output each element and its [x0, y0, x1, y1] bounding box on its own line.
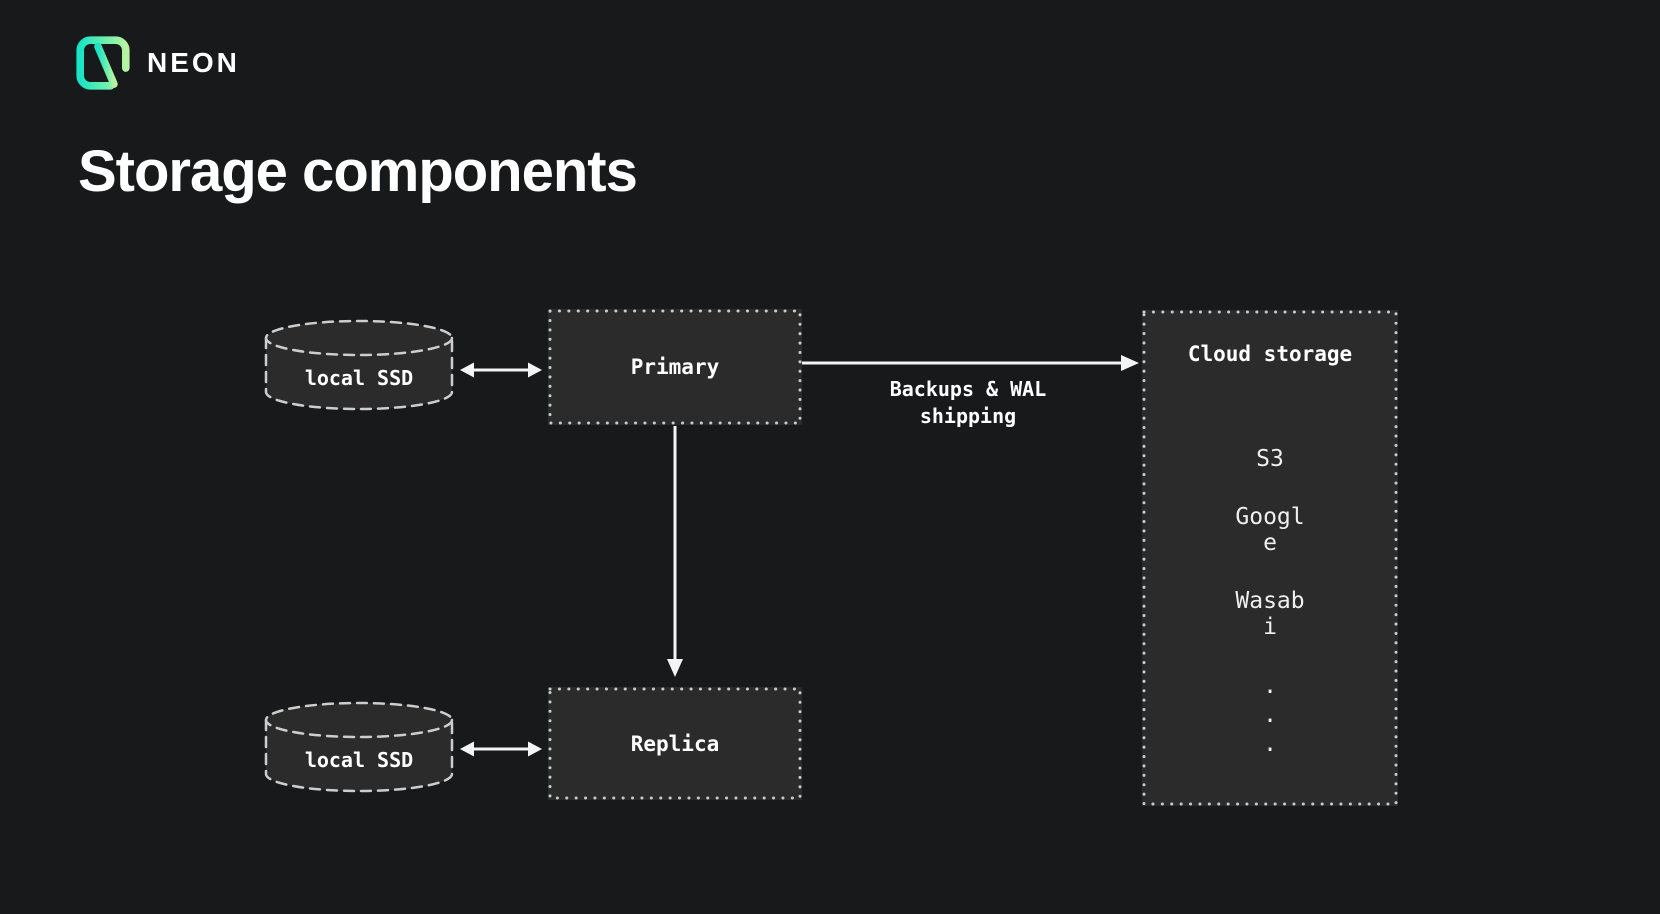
- page-title: Storage components: [78, 139, 638, 204]
- local-ssd-label: local SSD: [304, 748, 414, 772]
- backup-arrow-label-line1: Backups & WAL: [889, 377, 1047, 401]
- local-ssd-label: local SSD: [304, 366, 414, 390]
- replica-label: Replica: [630, 731, 720, 756]
- cloud-storage-title: Cloud storage: [1187, 342, 1353, 366]
- local-ssd-top-cylinder: local SSD: [263, 318, 455, 412]
- cloud-provider-wasabi: Wasabi: [1235, 588, 1305, 640]
- ellipsis-dot: .: [1263, 673, 1277, 699]
- bidirectional-arrow-bottom: [460, 741, 542, 757]
- backup-arrow-label-line2: shipping: [919, 404, 1017, 428]
- ellipsis-dot: .: [1263, 702, 1277, 728]
- local-ssd-bottom-cylinder: local SSD: [263, 700, 455, 794]
- brand-wordmark: NEON: [147, 47, 240, 78]
- replication-arrow: [667, 426, 683, 677]
- cloud-provider-google: Google: [1235, 504, 1305, 556]
- cylinder-shape-icon: [264, 319, 454, 411]
- backup-arrow-label: Backups & WAL shipping: [828, 376, 1108, 430]
- primary-label: Primary: [630, 355, 720, 379]
- primary-node: Primary: [548, 309, 802, 425]
- ellipsis-dots: . . .: [1234, 672, 1306, 759]
- ellipsis-dot: .: [1263, 731, 1277, 757]
- backup-arrow: [802, 355, 1139, 371]
- cloud-storage-panel: Cloud storage S3 Google Wasabi . . .: [1142, 310, 1398, 806]
- replica-node: Replica: [548, 687, 802, 800]
- neon-logo-icon: [76, 36, 130, 90]
- brand: NEON: [76, 36, 240, 90]
- cloud-provider-list: S3 Google Wasabi . . .: [1234, 446, 1306, 759]
- cylinder-shape-icon: [264, 701, 454, 793]
- bidirectional-arrow-top: [460, 362, 542, 378]
- cloud-provider-s3: S3: [1256, 446, 1284, 472]
